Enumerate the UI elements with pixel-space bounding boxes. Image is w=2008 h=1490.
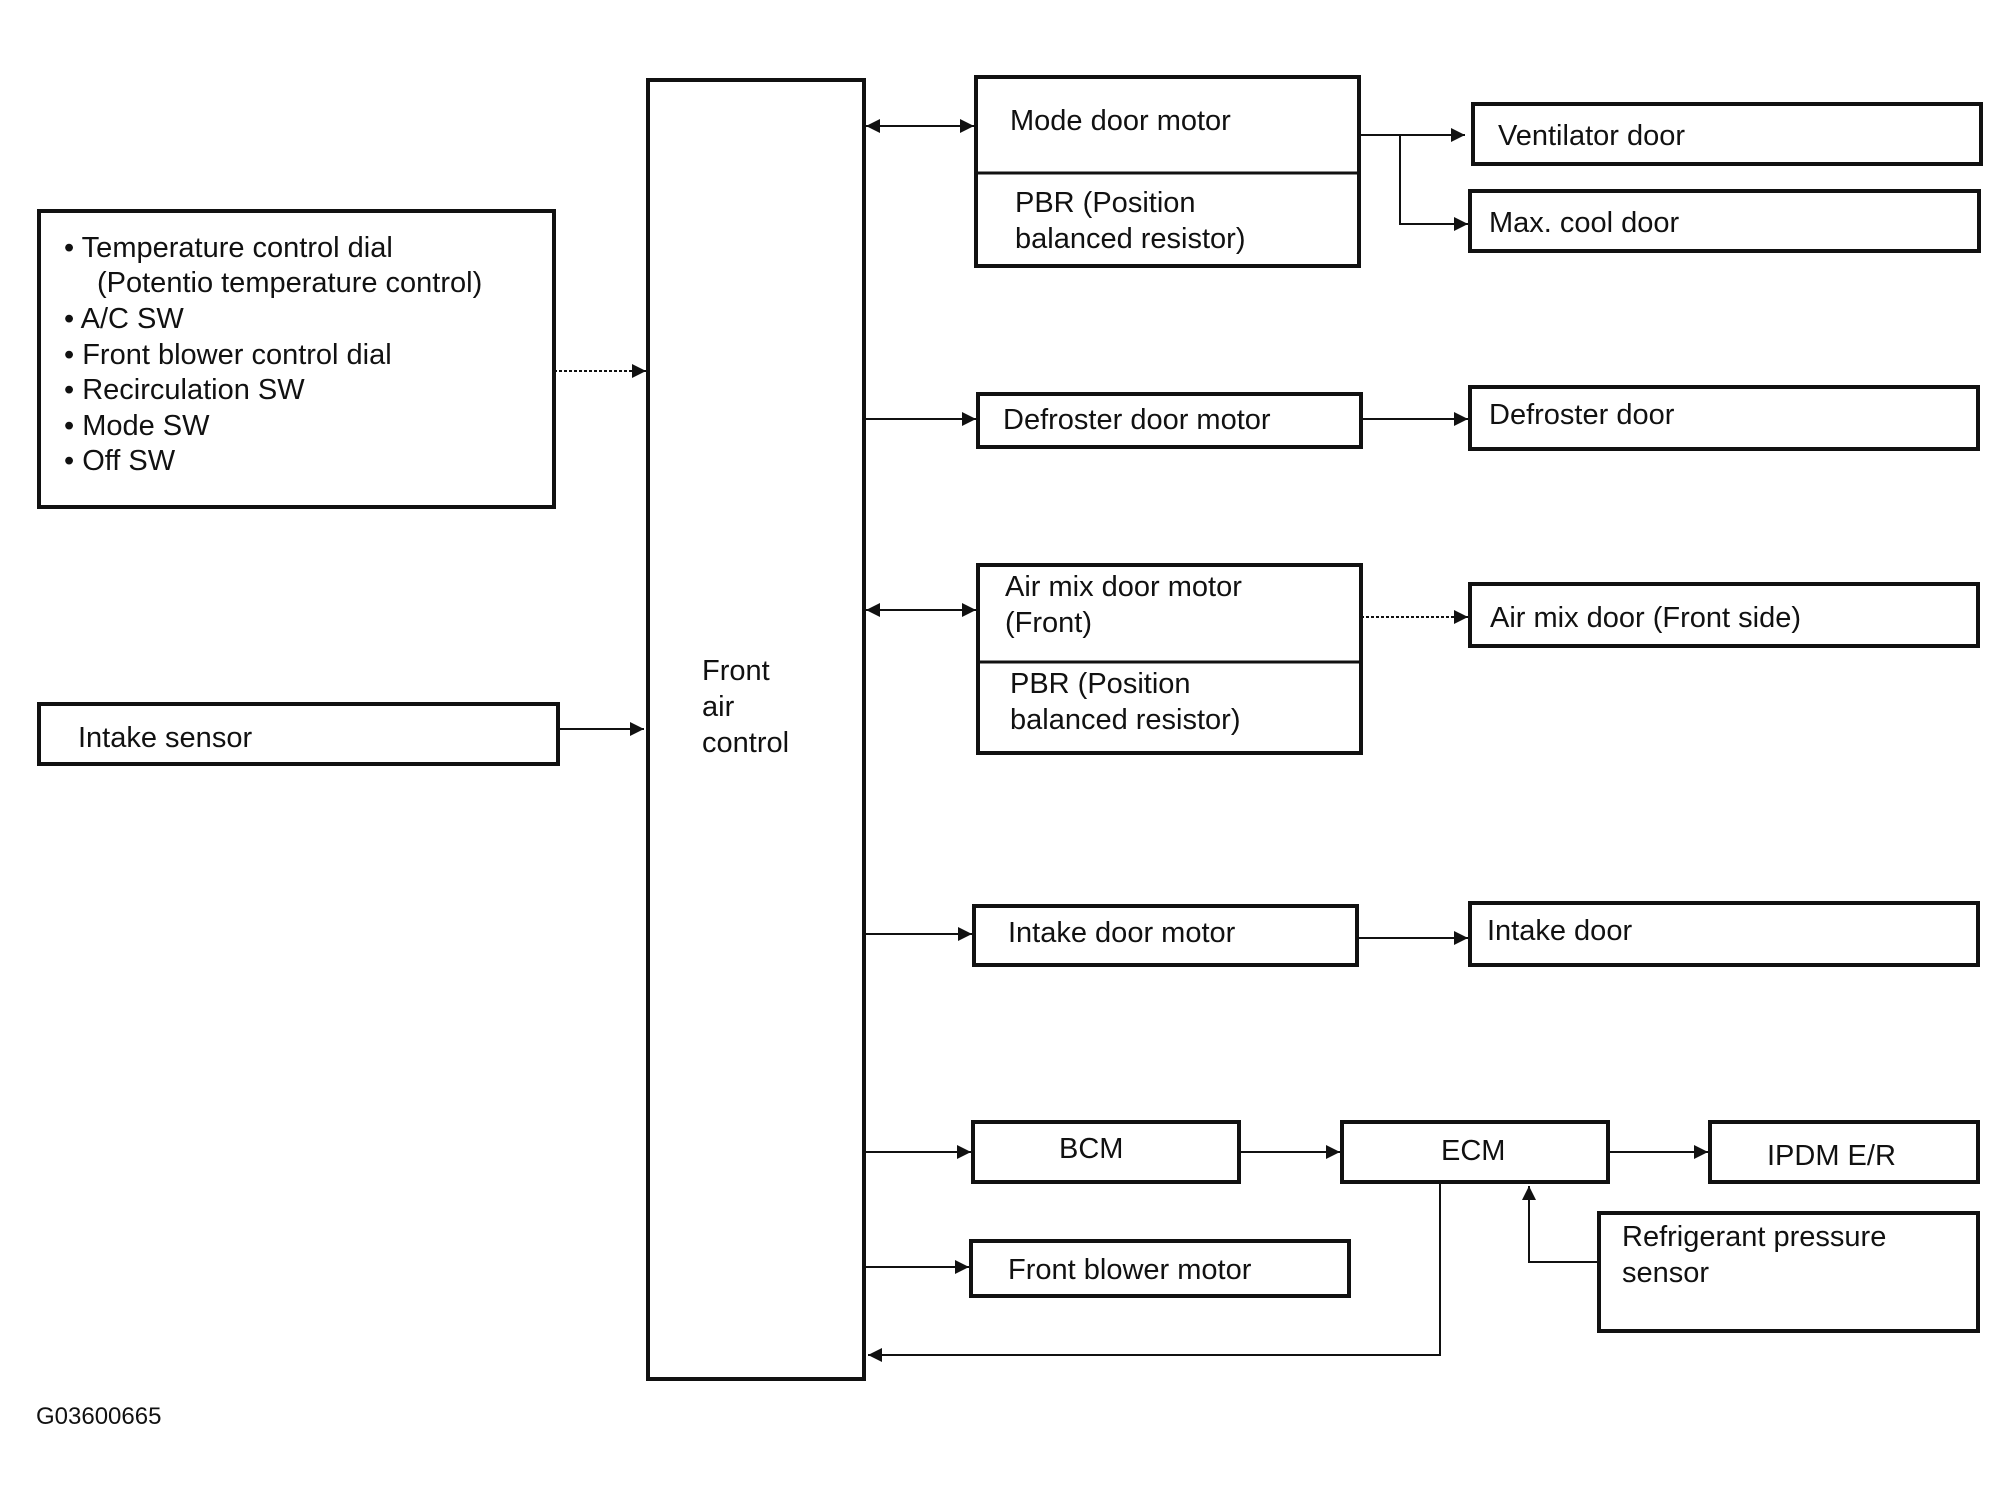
intake-door-label: Intake door — [1487, 915, 1632, 947]
defroster-door-motor-label: Defroster door motor — [1003, 404, 1271, 436]
mode-pbr-line2: balanced resistor) — [1015, 223, 1246, 255]
input-recirculation-sw: • Recirculation SW — [64, 374, 305, 406]
air-mix-motor-line1: Air mix door motor — [1005, 571, 1242, 603]
controller-label-line3: control — [702, 727, 789, 759]
input-mode-sw: • Mode SW — [64, 410, 210, 442]
intake-sensor-label: Intake sensor — [78, 722, 252, 754]
refrigerant-sensor-line2: sensor — [1622, 1257, 1709, 1289]
mode-pbr-line1: PBR (Position — [1015, 187, 1196, 219]
arrow-ecm-to-controller — [868, 1182, 1441, 1362]
air-mix-motor-line2: (Front) — [1005, 607, 1092, 639]
bcm-box: BCM — [971, 1120, 1241, 1184]
defroster-door-motor-box: Defroster door motor — [976, 392, 1363, 449]
ecm-label: ECM — [1441, 1135, 1505, 1167]
intake-door-box: Intake door — [1468, 901, 1980, 967]
ventilator-door-box: Ventilator door — [1471, 102, 1983, 166]
refrigerant-sensor-box: Refrigerant pressure sensor — [1597, 1211, 1980, 1333]
mode-door-motor-box: Mode door motor PBR (Position balanced r… — [974, 75, 1361, 268]
ipdm-box: IPDM E/R — [1708, 1120, 1980, 1184]
ventilator-door-label: Ventilator door — [1498, 120, 1685, 152]
air-mix-pbr-line2: balanced resistor) — [1010, 704, 1241, 736]
air-mix-door-box: Air mix door (Front side) — [1468, 582, 1980, 648]
air-mix-door-label: Air mix door (Front side) — [1490, 602, 1801, 634]
controller-label-line1: Front — [702, 655, 770, 687]
ecm-box: ECM — [1340, 1120, 1610, 1184]
controller-label-line2: air — [702, 691, 735, 723]
mode-door-motor-label: Mode door motor — [1010, 105, 1231, 137]
intake-door-motor-label: Intake door motor — [1008, 917, 1236, 949]
ipdm-label: IPDM E/R — [1767, 1140, 1896, 1172]
input-potentio-control: (Potentio temperature control) — [97, 267, 482, 299]
intake-door-motor-box: Intake door motor — [972, 904, 1359, 967]
arrow-mode-motor-max-cool — [1399, 135, 1468, 231]
defroster-door-box: Defroster door — [1468, 385, 1980, 451]
max-cool-door-label: Max. cool door — [1489, 207, 1680, 239]
defroster-door-label: Defroster door — [1489, 399, 1675, 431]
bcm-label: BCM — [1059, 1133, 1123, 1165]
input-ac-sw: • A/C SW — [64, 303, 184, 335]
max-cool-door-box: Max. cool door — [1468, 189, 1981, 253]
front-air-control-box: Front air control — [646, 78, 866, 1381]
refrigerant-sensor-line1: Refrigerant pressure — [1622, 1221, 1886, 1253]
air-mix-pbr-line1: PBR (Position — [1010, 668, 1191, 700]
air-mix-door-motor-box: Air mix door motor (Front) PBR (Position… — [976, 563, 1363, 755]
intake-sensor-box: Intake sensor — [37, 702, 560, 766]
arrow-refrigerant-sensor-ecm — [1522, 1186, 1599, 1263]
input-switches-box: • Temperature control dial (Potentio tem… — [37, 209, 556, 509]
input-blower-dial: • Front blower control dial — [64, 339, 392, 371]
input-temperature-dial: • Temperature control dial — [64, 232, 393, 264]
front-blower-motor-box: Front blower motor — [969, 1239, 1351, 1298]
input-off-sw: • Off SW — [64, 445, 176, 477]
figure-id: G03600665 — [36, 1403, 161, 1430]
front-blower-motor-label: Front blower motor — [1008, 1254, 1252, 1286]
